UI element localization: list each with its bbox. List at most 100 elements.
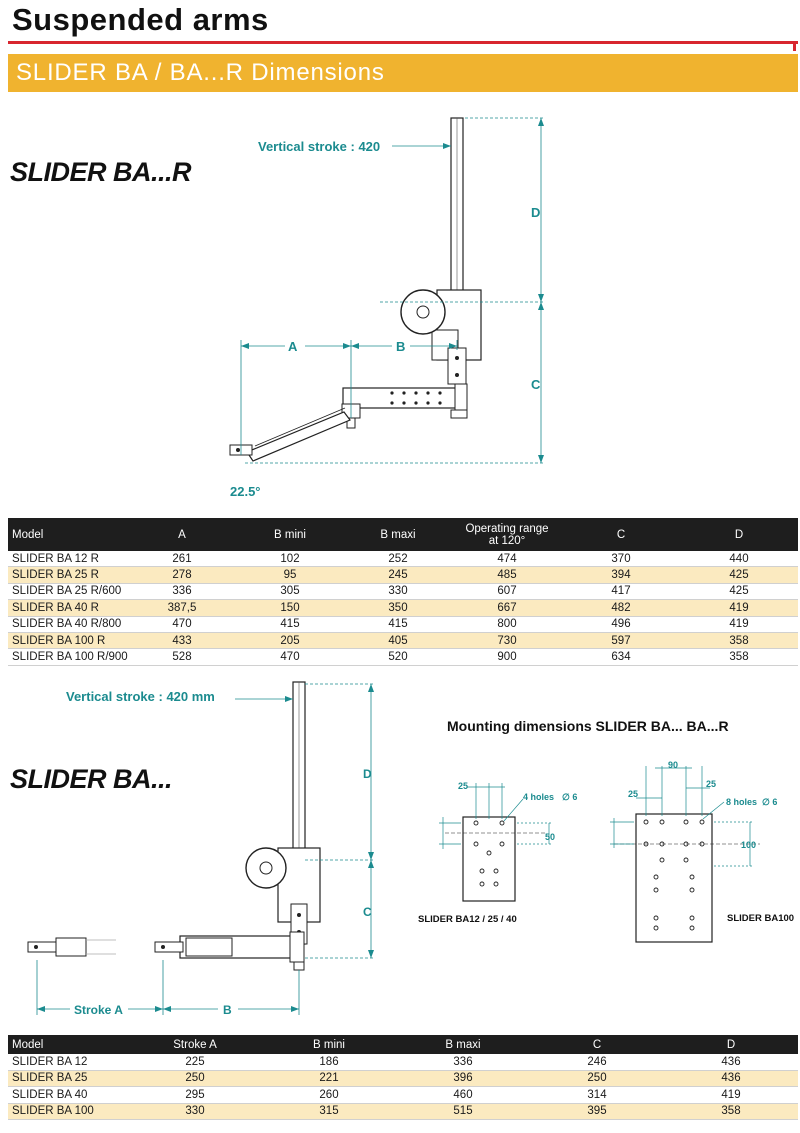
heading-slider-ba: SLIDER BA... [10, 764, 173, 794]
title-rule [8, 41, 798, 44]
dim-c-label: C [363, 905, 372, 919]
table-cell: SLIDER BA 25 R [8, 566, 128, 584]
mounting-title: Mounting dimensions SLIDER BA... BA...R [447, 718, 729, 734]
table-cell: 607 [452, 583, 562, 601]
table-cell: 520 [344, 648, 452, 666]
table-cell: 315 [262, 1103, 396, 1120]
dim-c-label: C [531, 377, 541, 392]
table-cell: 336 [128, 583, 236, 601]
table-cell: 470 [128, 616, 236, 633]
table-cell: SLIDER BA 25 [8, 1070, 128, 1087]
table-cell: SLIDER BA 25 R/600 [8, 583, 128, 601]
table-cell: SLIDER BA 40 R [8, 599, 128, 617]
table-cell: 419 [680, 599, 798, 617]
table-cell: 667 [452, 599, 562, 617]
cable-reel [245, 847, 287, 889]
table-cell: 358 [680, 632, 798, 650]
table-cell: 350 [344, 599, 452, 617]
table-cell: 225 [128, 1054, 262, 1071]
plate-large-caption: SLIDER BA100 [727, 913, 795, 924]
table-cell: 440 [680, 551, 798, 568]
col-b-mini: B mini [262, 1035, 396, 1054]
table-cell: 425 [680, 583, 798, 601]
holes-label: 4 holes [523, 792, 554, 802]
dim-d-label: D [531, 205, 540, 220]
col-c: C [562, 518, 680, 551]
table-cell: 95 [236, 566, 344, 584]
slider-ba-table: Model Stroke A B mini B maxi C D SLIDER … [8, 1035, 798, 1120]
table-cell: SLIDER BA 12 [8, 1054, 128, 1071]
table-cell: 330 [128, 1103, 262, 1120]
cable-reel [400, 289, 446, 335]
table-cell: 250 [530, 1070, 664, 1087]
dim-90-label: 90 [668, 760, 678, 770]
table-cell: 436 [664, 1070, 798, 1087]
dim-25-right-label: 25 [706, 779, 716, 789]
table-cell: 900 [452, 648, 562, 666]
table-cell: 415 [344, 616, 452, 633]
table-cell: 358 [680, 648, 798, 666]
col-model: Model [8, 1035, 128, 1054]
plate-outline [462, 816, 516, 902]
col-b-maxi: B maxi [396, 1035, 530, 1054]
table-cell: 425 [680, 566, 798, 584]
table-cell: SLIDER BA 12 R [8, 551, 128, 568]
table-cell: SLIDER BA 40 R/800 [8, 616, 128, 633]
holes-label: 8 holes [726, 797, 757, 807]
table-cell: 405 [344, 632, 452, 650]
table-cell: 305 [236, 583, 344, 601]
table-cell: 528 [128, 648, 236, 666]
dim-50-label: 50 [545, 832, 555, 842]
col-b-maxi: B maxi [344, 518, 452, 551]
title-rule-end [793, 41, 796, 51]
col-b-mini: B mini [236, 518, 344, 551]
col-c: C [530, 1035, 664, 1054]
plate-outline [635, 813, 713, 943]
table-cell: 597 [562, 632, 680, 650]
table-cell: 419 [664, 1086, 798, 1104]
col-d: D [680, 518, 798, 551]
table-cell: 496 [562, 616, 680, 633]
vertical-stroke-label: Vertical stroke : 420 [258, 139, 380, 154]
table-cell: 396 [396, 1070, 530, 1087]
dim-b-label: B [396, 339, 405, 354]
table-cell: 419 [680, 616, 798, 633]
table-cell: 314 [530, 1086, 664, 1104]
heading-slider-ba-r: SLIDER BA...R [10, 157, 192, 187]
table-cell: 515 [396, 1103, 530, 1120]
table-cell: 730 [452, 632, 562, 650]
table-cell: 415 [236, 616, 344, 633]
table-cell: 482 [562, 599, 680, 617]
table-cell: 436 [664, 1054, 798, 1071]
col-model: Model [8, 518, 128, 551]
table-cell: 245 [344, 566, 452, 584]
table-cell: 295 [128, 1086, 262, 1104]
table-cell: 460 [396, 1086, 530, 1104]
horizontal-arm [342, 387, 467, 409]
mounting-plate-large: 90 25 25 8 holes ∅ 6 100 [610, 760, 777, 943]
slider-ba-drawing: Vertical stroke : 420 mm D C Stroke A B [27, 681, 375, 1017]
table-cell: 261 [128, 551, 236, 568]
table-cell: 433 [128, 632, 236, 650]
table-header-row: Model Stroke A B mini B maxi C D [8, 1035, 798, 1054]
table-cell: 246 [530, 1054, 664, 1071]
page-title: Suspended arms [12, 2, 269, 37]
table-cell: SLIDER BA 100 R [8, 632, 128, 650]
table-cell: 205 [236, 632, 344, 650]
col-a: A [128, 518, 236, 551]
table-cell: 330 [344, 583, 452, 601]
dim-25-left-label: 25 [628, 789, 638, 799]
angle-label: 22.5° [230, 484, 261, 499]
plate-small-caption: SLIDER BA12 / 25 / 40 [418, 914, 517, 925]
table-cell: 634 [562, 648, 680, 666]
table-cell: 260 [262, 1086, 396, 1104]
dim-a-label: A [288, 339, 298, 354]
